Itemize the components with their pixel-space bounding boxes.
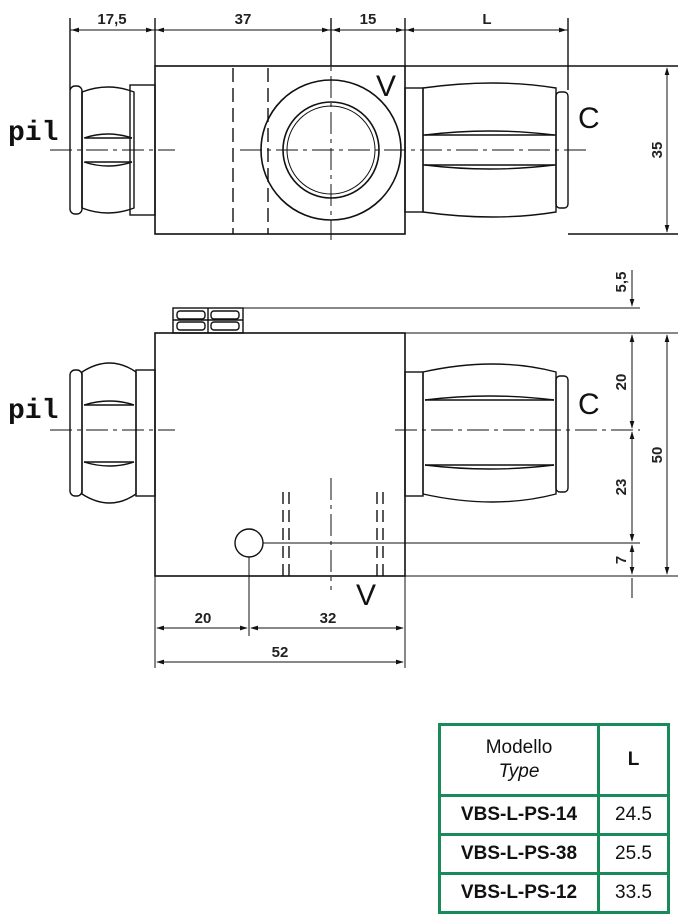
dim-50: 50	[649, 447, 666, 464]
dim-52: 52	[272, 644, 289, 661]
dim-32: 32	[320, 610, 337, 627]
label-v-top: V	[376, 70, 396, 103]
header-model-label: Modello	[485, 737, 553, 758]
top-view	[50, 18, 678, 240]
l-cell: 33.5	[597, 872, 670, 914]
label-c-top: C	[578, 102, 600, 135]
dim-5-5: 5,5	[613, 272, 630, 293]
dim-37: 37	[235, 11, 252, 28]
header-l: L	[597, 723, 670, 797]
side-view	[50, 270, 678, 668]
label-v-side: V	[356, 579, 376, 612]
table-row: VBS-L-PS-12 33.5	[438, 872, 670, 914]
dim-23: 23	[613, 479, 630, 496]
label-c-side: C	[578, 388, 600, 421]
dim-15: 15	[360, 11, 377, 28]
table-row: VBS-L-PS-14 24.5	[438, 794, 670, 836]
table-header-row: Modello Type L	[438, 723, 670, 797]
l-cell: 25.5	[597, 833, 670, 875]
label-pil-side: pil	[8, 396, 58, 427]
header-type-label: Type	[498, 761, 540, 782]
dim-20-right: 20	[613, 374, 630, 391]
dim-17-5: 17,5	[97, 11, 126, 28]
label-pil-top: pil	[8, 118, 58, 149]
model-cell: VBS-L-PS-14	[438, 794, 600, 836]
header-model: Modello Type	[438, 723, 600, 797]
dim-35: 35	[649, 142, 666, 159]
l-cell: 24.5	[597, 794, 670, 836]
model-table: Modello Type L VBS-L-PS-14 24.5 VBS-L-PS…	[438, 723, 670, 914]
table-row: VBS-L-PS-38 25.5	[438, 833, 670, 875]
dim-7: 7	[613, 556, 630, 564]
model-cell: VBS-L-PS-38	[438, 833, 600, 875]
dim-l: L	[482, 11, 491, 28]
model-cell: VBS-L-PS-12	[438, 872, 600, 914]
dim-20-bottom: 20	[195, 610, 212, 627]
